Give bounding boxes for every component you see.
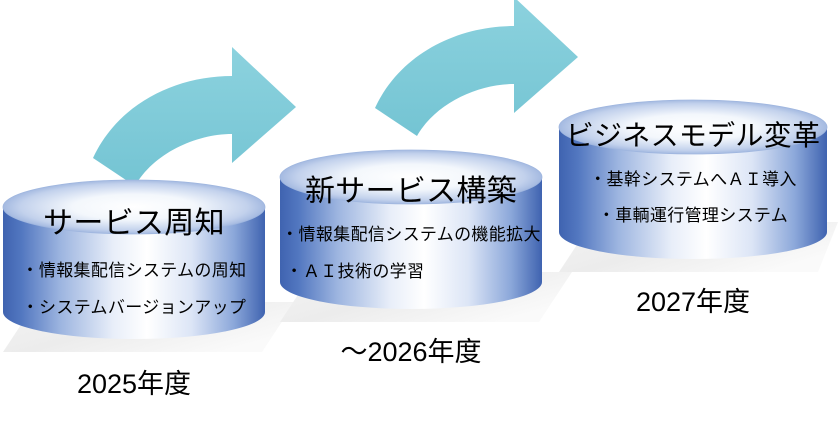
stage-3: ビジネスモデル変革 ・基幹システムへＡＩ導入 ・車輌運行管理システム [556,100,830,258]
stage-2-title: 新サービス構築 [304,175,518,208]
arrow-2 [375,0,578,136]
cylinder-stage-1-top [2,179,266,235]
arrow-1 [93,47,296,186]
cylinder-stage-2 [279,149,543,309]
arrow-1-shape [93,47,296,186]
stage-2: 新サービス構築 ・情報集配信システムの機能拡大 ・ＡＩ技術の学習 [277,150,545,308]
stage-1-bullets: ・情報集配信システムの周知 ・システムバージョンアップ [0,252,268,326]
stage-2-bullets: ・情報集配信システムの機能拡大 ・ＡＩ技術の学習 [277,216,545,290]
cylinder-stage-3 [558,99,828,259]
stage-2-bullet-1: ・情報集配信システムの機能拡大 [281,225,541,244]
cylinder-stage-1 [2,179,266,339]
stage-3-bullets: ・基幹システムへＡＩ導入 ・車輌運行管理システム [556,162,830,234]
stage-3-year-label: 2027年度 [635,287,751,317]
stage-1-year-label: 2025年度 [76,369,192,399]
stage-1-bullet-1: ・情報集配信システムの周知 [21,261,247,280]
stage-1: サービス周知 ・情報集配信システムの周知 ・システムバージョンアップ [0,180,268,338]
stage-1-title: サービス周知 [43,207,225,240]
cylinder-stage-3-body [559,127,827,259]
cylinder-stage-2-top [279,149,543,205]
stage-2-bullet-2: ・ＡＩ技術の学習 [285,262,425,281]
stage-3-bullet-1: ・基幹システムへＡＩ導入 [589,170,797,189]
stage-3-title: ビジネスモデル変革 [565,120,821,151]
cylinder-stage-1-body [3,207,265,339]
stage-1-bullet-2: ・システムバージョンアップ [21,298,247,317]
arrow-2-shape [375,0,578,136]
cylinder-stage-3-top [558,99,828,155]
stage-3-bullet-2: ・車輌運行管理システム [597,206,789,225]
cylinder-stage-2-body [280,177,542,309]
stage-2-year-label: ～2026年度 [340,337,482,367]
